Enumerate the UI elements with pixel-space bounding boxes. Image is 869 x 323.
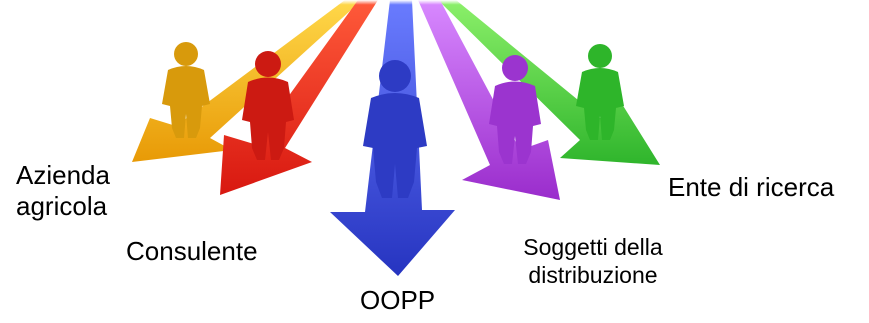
red-person-figure: [242, 51, 294, 160]
label-azienda-agricola: Azienda agricola: [16, 160, 110, 222]
label-ente-di-ricerca: Ente di ricerca: [668, 172, 835, 202]
blue-person-figure: [363, 60, 427, 198]
label-soggetti-della-distribuzione: Soggetti della distribuzione: [523, 234, 663, 288]
label-consulente: Consulente: [126, 236, 258, 266]
purple-person-figure: [489, 55, 541, 164]
yellow-person-figure: [162, 42, 210, 138]
label-oopp: OOPP: [360, 285, 436, 315]
green-person-figure: [576, 44, 624, 140]
